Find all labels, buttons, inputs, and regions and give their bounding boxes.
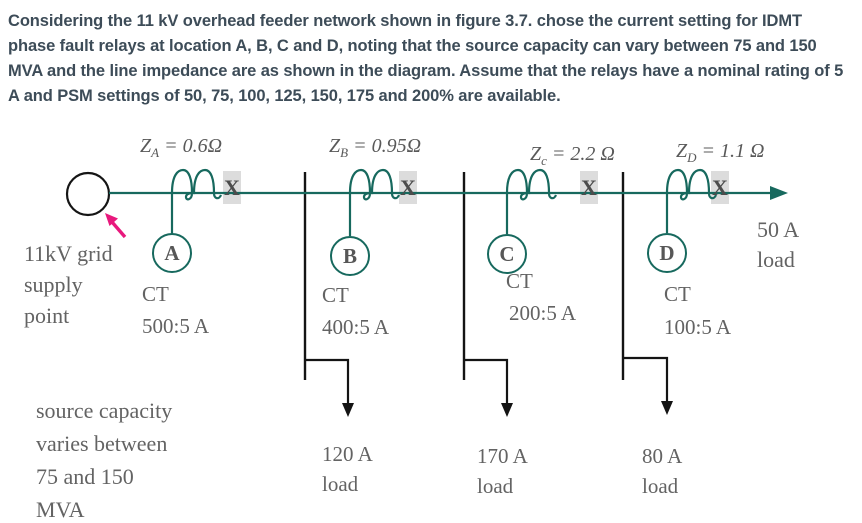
impedance-label-a: ZA = 0.6Ω (140, 135, 222, 161)
ct-label-d: CT (664, 282, 691, 306)
impedance-symbol: Z (329, 135, 341, 157)
load-word-1: load (322, 472, 359, 496)
load-feeder-line-3 (624, 356, 669, 401)
impedance-label-d: ZD = 1.1 Ω (676, 140, 764, 166)
problem-text-line: A and PSM settings of 50, 75, 100, 125, … (8, 87, 561, 105)
ct-ratio-b: 400:5 A (322, 315, 390, 339)
impedance-subscript: B (340, 145, 349, 160)
load-arrow-icon (661, 401, 673, 415)
source-label-line: supply (24, 272, 83, 297)
load-word-2: load (477, 474, 514, 498)
breaker-box-b (399, 171, 417, 204)
source-note-line: varies between (36, 431, 168, 456)
inductor-coil-icon-d (665, 168, 718, 201)
circuit-breaker-d: X (712, 174, 728, 200)
circuit-breaker-a: X (224, 174, 240, 200)
impedance-label-c: Zc = 2.2 Ω (530, 143, 615, 169)
source-label-line: point (24, 303, 70, 328)
load-current-1: 120 A (322, 442, 373, 466)
source-note-line: 75 and 150 (36, 464, 134, 489)
inductor-coil-icon-b (348, 168, 401, 201)
source-note-line: MVA (36, 497, 85, 522)
impedance-value: = 0.95Ω (348, 135, 422, 157)
impedance-symbol: Z (140, 135, 152, 157)
ct-label-b: CT (322, 283, 349, 307)
impedance-label-b: ZB = 0.95Ω (329, 135, 421, 161)
breaker-box-c (580, 171, 598, 204)
ct-label-a: CT (142, 282, 169, 306)
problem-text-line: Considering the 11 kV overhead feeder ne… (8, 12, 802, 30)
problem-text-line: MVA and the line impedance are as shown … (8, 62, 844, 80)
load-feeder-line-2 (465, 358, 509, 403)
ct-label-c: CT (506, 269, 533, 293)
impedance-subscript: D (687, 150, 697, 165)
inductor-coil-icon-c (505, 168, 558, 201)
load-arrow-icon (501, 403, 513, 417)
ct-ratio-a: 500:5 A (142, 314, 210, 338)
impedance-subscript: c (541, 153, 547, 168)
relay-circle-a: A (152, 233, 192, 273)
load-word-3: load (642, 474, 679, 498)
relay-circle-d: D (647, 233, 687, 273)
relay-circle-b: B (330, 236, 370, 276)
load-feeder-line-1 (306, 358, 350, 403)
source-label-line: 11kV grid (24, 241, 113, 266)
source-circle (65, 171, 111, 217)
ct-ratio-d: 100:5 A (664, 315, 732, 339)
feeder-end-arrow-icon (770, 186, 788, 200)
breaker-box-a (223, 171, 241, 204)
circuit-breaker-c: X (581, 174, 597, 200)
pink-pointer-arrow-icon (110, 220, 127, 239)
pink-pointer-arrowhead-icon (105, 213, 118, 226)
impedance-symbol: Z (676, 140, 688, 162)
load-word-end: load (757, 247, 795, 272)
impedance-value: = 2.2 Ω (546, 143, 615, 165)
load-arrow-icon (342, 403, 354, 417)
source-note-line: source capacity (36, 398, 173, 423)
impedance-value: = 0.6Ω (159, 135, 223, 157)
source-label: 11kV grid supply point (24, 238, 113, 331)
load-current-2: 170 A (477, 444, 528, 468)
load-current-3: 80 A (642, 444, 683, 468)
source-capacity-note: source capacity varies between 75 and 15… (36, 394, 172, 523)
impedance-subscript: A (151, 145, 160, 160)
relay-circle-c: C (487, 234, 527, 274)
impedance-symbol: Z (530, 143, 542, 165)
problem-statement: Considering the 11 kV overhead feeder ne… (8, 9, 860, 109)
ct-ratio-c: 200:5 A (509, 301, 577, 325)
inductor-coil-icon-a (170, 168, 223, 201)
circuit-breaker-b: X (400, 174, 416, 200)
problem-text-line: phase fault relays at location A, B, C a… (8, 37, 817, 55)
load-current-end: 50 A (757, 217, 800, 242)
impedance-value: = 1.1 Ω (696, 140, 765, 162)
